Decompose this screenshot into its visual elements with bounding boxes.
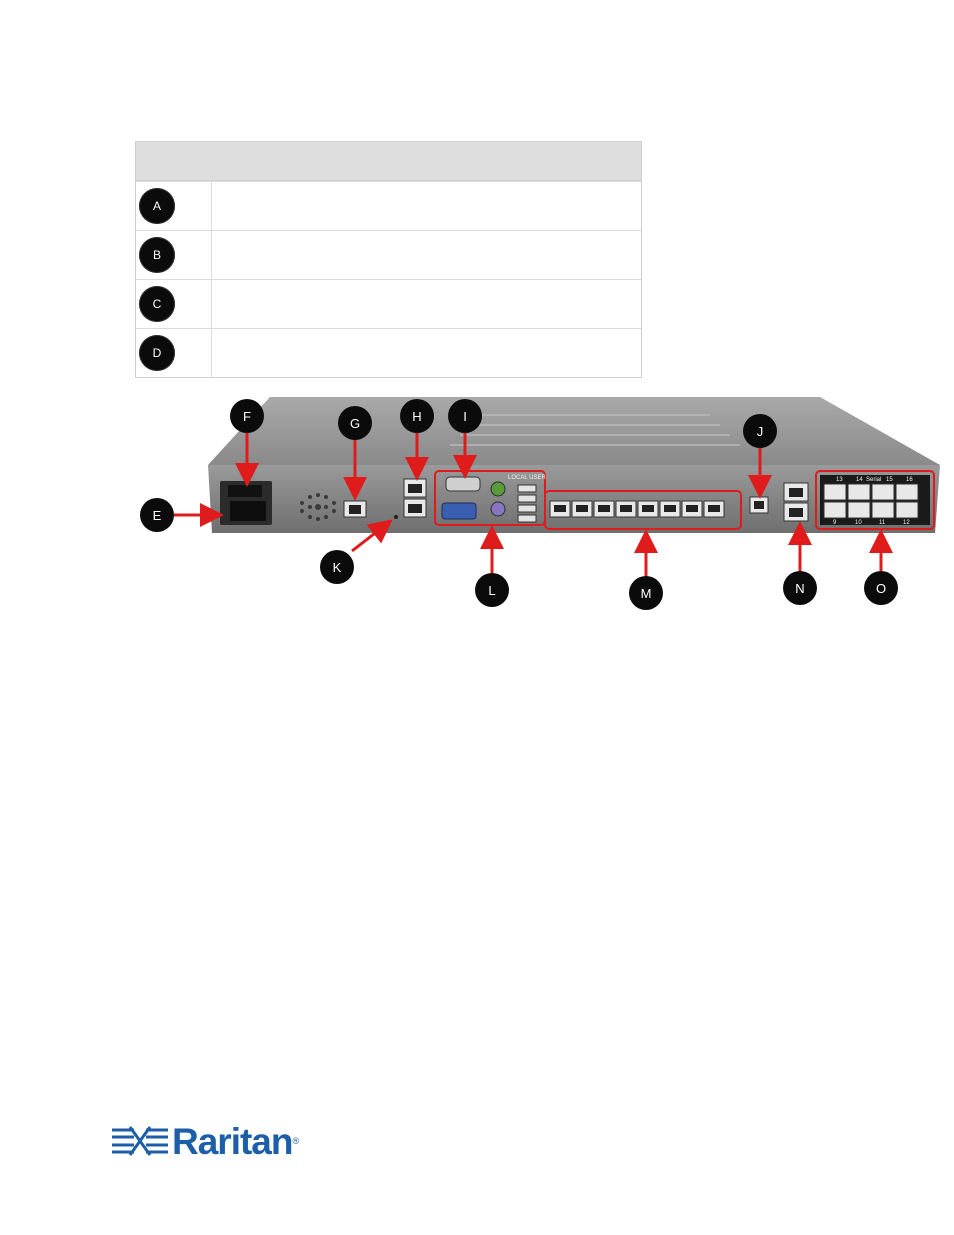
legend-row: A — [136, 181, 641, 230]
fan-vent — [300, 493, 336, 521]
raritan-logo-mark-icon — [112, 1126, 168, 1156]
callout-badge: C — [139, 286, 175, 322]
svg-text:J: J — [757, 424, 764, 439]
svg-text:F: F — [243, 409, 251, 424]
device-illustration: LOCAL USER 13 14 Serial 15 16 9 10 — [140, 397, 940, 610]
chassis-logo-emboss — [450, 414, 740, 446]
power-inlet — [230, 501, 266, 521]
serial-port-9-label: 9 — [833, 520, 837, 526]
lan-ports — [403, 478, 427, 518]
svg-text:H: H — [412, 409, 421, 424]
svg-text:K: K — [333, 560, 342, 575]
serial-port-12-label: 12 — [903, 520, 910, 526]
power-switch — [228, 485, 262, 497]
vga-port — [441, 502, 477, 520]
raritan-logo-word: Raritan — [172, 1120, 293, 1162]
callout-G: G — [338, 406, 372, 440]
callout-H: H — [400, 399, 434, 433]
legend-row: D — [136, 328, 641, 377]
power-strip-ports — [783, 482, 809, 522]
callout-I: I — [448, 399, 482, 433]
serial-port-11-label: 11 — [879, 520, 886, 526]
ps2-keyboard-port — [490, 481, 506, 497]
callout-arrows — [174, 431, 893, 577]
serial-port-14-label: 14 — [856, 477, 863, 483]
legend-row: B — [136, 230, 641, 279]
legend-row: C — [136, 279, 641, 328]
callout-F: F — [230, 399, 264, 433]
callout-L: L — [475, 573, 509, 607]
reset-hole — [394, 515, 398, 519]
local-user-label: LOCAL USER — [508, 475, 546, 481]
serial-port-16-label: 16 — [906, 477, 913, 483]
callout-J: J — [743, 414, 777, 448]
serial-port-13-label: 13 — [836, 477, 843, 483]
serial-port-10-label: 10 — [855, 520, 862, 526]
callout-N: N — [783, 571, 817, 605]
svg-text:M: M — [641, 586, 652, 601]
callout-M: M — [629, 576, 663, 610]
serial-port-grid — [823, 483, 919, 519]
callout-E: E — [140, 498, 174, 532]
legend-table: A B C D — [135, 141, 642, 378]
device-rear-panel-figure: LOCAL USER 13 14 Serial 15 16 9 10 — [120, 385, 950, 615]
svg-text:I: I — [463, 409, 467, 424]
callout-badge: B — [139, 237, 175, 273]
svg-text:O: O — [876, 581, 886, 596]
callout-badge: D — [139, 335, 175, 371]
svg-text:N: N — [795, 581, 804, 596]
callout-badge: A — [139, 188, 175, 224]
svg-text:L: L — [488, 583, 495, 598]
usb-ports — [517, 484, 537, 523]
callout-O: O — [864, 571, 898, 605]
serial-label: Serial — [866, 477, 881, 483]
raritan-logo: Raritan ® — [112, 1120, 299, 1162]
chassis-top — [208, 397, 940, 465]
svg-text:E: E — [153, 508, 162, 523]
registered-mark: ® — [292, 1136, 300, 1146]
callout-K: K — [320, 550, 354, 584]
ps2-mouse-port — [490, 501, 506, 517]
legend-header — [136, 142, 641, 181]
serial-port-15-label: 15 — [886, 477, 893, 483]
svg-text:G: G — [350, 416, 360, 431]
db9-serial-port — [445, 476, 481, 492]
